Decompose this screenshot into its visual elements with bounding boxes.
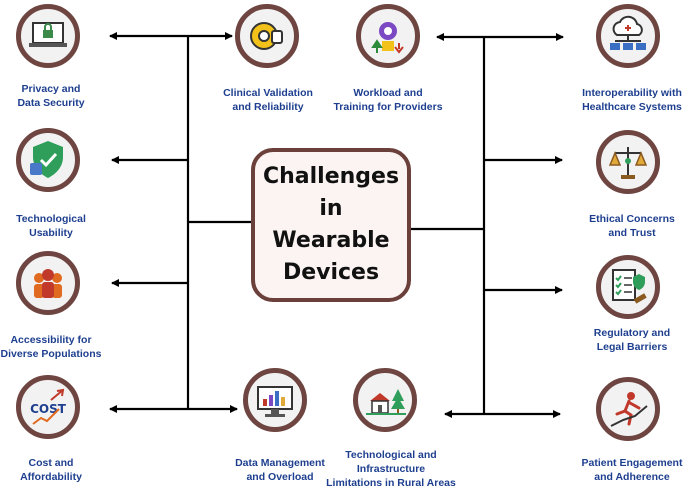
center-box: Challenges in Wearable Devices xyxy=(251,148,411,302)
label-interop: Interoperability with Healthcare Systems xyxy=(582,87,682,113)
label-regulatory: Regulatory and Legal Barriers xyxy=(593,327,671,353)
cloud-network-icon xyxy=(596,4,660,68)
runner-icon xyxy=(596,377,660,441)
label-accessibility: Accessibility for Diverse Populations xyxy=(0,334,102,360)
label-privacy: Privacy and Data Security xyxy=(17,83,85,109)
shield-thumbs-up-icon xyxy=(16,128,80,192)
monitor-chart-icon xyxy=(243,368,307,432)
svg-text:COST: COST xyxy=(30,402,67,416)
checklist-gavel-icon xyxy=(596,255,660,319)
gear-thumbs-up-icon xyxy=(235,4,299,68)
label-workload: Workload and Training for Providers xyxy=(333,87,443,113)
balance-scale-icon xyxy=(596,130,660,194)
label-usability: Technological Usability xyxy=(16,213,86,239)
people-group-icon xyxy=(16,251,80,315)
label-infrastructure: Technological and Infrastructure Limitat… xyxy=(326,449,456,489)
laptop-lock-icon xyxy=(16,4,80,68)
label-cost: Cost and Affordability xyxy=(20,457,82,483)
label-engagement: Patient Engagement and Adherence xyxy=(581,457,683,483)
label-data: Data Management and Overload xyxy=(235,457,325,483)
label-clinical: Clinical Validation and Reliability xyxy=(223,87,313,113)
center-title: Challenges in Wearable Devices xyxy=(262,164,400,285)
label-ethical: Ethical Concerns and Trust xyxy=(589,213,675,239)
rural-house-icon xyxy=(353,368,417,432)
cost-chart-icon: COST xyxy=(16,375,80,439)
worker-arrows-icon xyxy=(356,4,420,68)
